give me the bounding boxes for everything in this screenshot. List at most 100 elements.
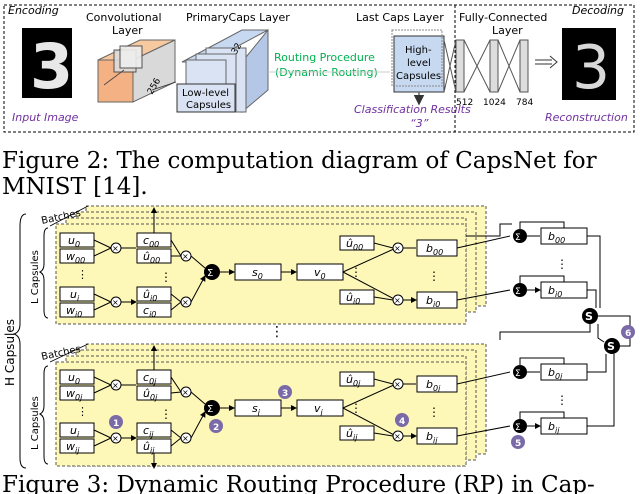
fc-output-arrow (535, 55, 558, 69)
figure-3-caption: Figure 3: Dynamic Routing Procedure (RP)… (2, 472, 595, 494)
cell-b00-right: b00 (540, 227, 588, 245)
fc-label-2: Layer (492, 24, 523, 37)
svg-text:c00: c00 (143, 234, 159, 249)
svg-text:û0j: û0j (346, 373, 361, 388)
conv-layer-label-2: Layer (112, 24, 143, 37)
input-image-label: Input Image (12, 111, 79, 124)
cell-uhat0jb-bottom: û0j (339, 371, 375, 388)
svg-text:ûij: ûij (143, 440, 155, 455)
figure-2-capsnet-diagram: Encoding Decoding 3 Input Image Convolut… (3, 4, 635, 133)
cell-uhatij-bottom: ûij (136, 438, 172, 455)
svg-text:w00: w00 (66, 250, 85, 265)
svg-text:bi0: bi0 (548, 284, 562, 299)
svg-text:ui: ui (70, 288, 80, 303)
svg-text:Σ: Σ (207, 404, 213, 415)
conv-layer-volume (97, 39, 176, 103)
ellipsis-v: ⋮ (77, 268, 88, 281)
svg-text:ûi0: ûi0 (346, 291, 360, 306)
svg-text:bij: bij (426, 430, 438, 445)
cell-uhati0b-top: ûi0 (339, 289, 375, 306)
cell-w00-top: w00 (59, 248, 95, 265)
svg-text:sj: sj (252, 402, 261, 417)
svg-text:c0j: c0j (143, 371, 157, 386)
cell-vj-bottom: vj (296, 399, 344, 417)
svg-text:Σ: Σ (207, 268, 213, 279)
svg-text:û00: û00 (346, 237, 363, 252)
svg-text:×: × (112, 434, 119, 443)
low-caps-label-2: Capsules (186, 100, 231, 111)
svg-text:S: S (607, 340, 615, 353)
h-capsules-label: H Capsules (3, 319, 17, 386)
l-capsules-label-bottom: L Capsules (30, 396, 41, 450)
cell-bij-right: bij (540, 417, 588, 435)
cell-s0-top: s0 (234, 263, 282, 281)
cell-b00-top: b00 (416, 239, 458, 257)
svg-text:v0: v0 (314, 266, 326, 281)
svg-text:ui: ui (70, 424, 80, 439)
svg-text:ci0: ci0 (143, 304, 156, 319)
cell-wi0-top: wi0 (59, 302, 95, 319)
svg-text:cij: cij (143, 424, 154, 439)
l-capsules-label-top: L Capsules (30, 250, 41, 304)
diagram-border (3, 4, 635, 133)
svg-text:wi0: wi0 (66, 304, 82, 319)
svg-text:2: 2 (213, 423, 219, 433)
figure-2-caption-line-1: Figure 2: The computation diagram of Cap… (2, 148, 597, 174)
svg-text:×: × (394, 380, 401, 389)
cell-sj-bottom: sj (234, 399, 282, 417)
svg-text:b00: b00 (426, 242, 443, 257)
svg-text:b0j: b0j (426, 378, 441, 393)
primarycaps-label: PrimaryCaps Layer (186, 11, 290, 24)
cell-bij-bottom: bij (416, 427, 458, 445)
figure-2-caption-line-2: MNIST [14]. (2, 174, 148, 200)
routing-label-1: Routing Procedure (274, 51, 375, 64)
svg-text:b0j: b0j (548, 366, 563, 381)
svg-text:Σ: Σ (515, 423, 521, 433)
figure-3-routing-diagram: H Capsules Batches L Capsules u0 w00 ⋮ u… (3, 205, 635, 469)
svg-text:×: × (182, 298, 189, 307)
cell-bi0-right: bi0 (540, 281, 588, 299)
cell-v0-top: v0 (296, 263, 344, 281)
svg-text:⋮: ⋮ (350, 401, 362, 415)
svg-text:⋮: ⋮ (428, 269, 440, 283)
svg-text:×: × (112, 298, 119, 307)
svg-text:⋮: ⋮ (428, 405, 440, 419)
svg-text:ûi0: ûi0 (143, 288, 157, 303)
svg-text:s0: s0 (252, 266, 263, 281)
svg-text:ûij: ûij (346, 427, 358, 442)
fc-512: 512 (456, 98, 473, 108)
svg-text:b00: b00 (548, 230, 565, 245)
svg-text:û0j: û0j (143, 387, 158, 402)
svg-text:⋮: ⋮ (556, 257, 568, 271)
svg-text:Σ: Σ (515, 287, 521, 297)
input-digit: 3 (30, 30, 73, 103)
primarycaps-num: 32 (230, 42, 244, 57)
svg-text:×: × (182, 252, 189, 261)
decoding-label: Decoding (572, 4, 624, 17)
svg-text:Σ: Σ (515, 233, 521, 243)
fc-network (443, 39, 529, 93)
svg-text:⋮: ⋮ (350, 265, 362, 279)
svg-text:Σ: Σ (515, 369, 521, 379)
svg-text:w0j: w0j (66, 387, 83, 402)
classification-results-label: Classification Results (354, 103, 471, 116)
svg-text:4: 4 (399, 417, 405, 427)
cell-b0j-bottom: b0j (416, 375, 458, 393)
svg-text:⋮: ⋮ (77, 405, 88, 418)
svg-text:S: S (585, 310, 593, 323)
svg-text:1: 1 (113, 419, 119, 429)
svg-text:3: 3 (282, 389, 288, 399)
svg-text:×: × (182, 388, 189, 397)
step-2 (209, 419, 223, 433)
top-capsule-group: Batches L Capsules u0 w00 ⋮ ui wi0 × × c… (30, 205, 588, 325)
high-caps-label-3: Capsules (396, 71, 441, 82)
cell-ui-bottom: ui (59, 422, 95, 439)
cell-u0-bottom: u0 (59, 369, 95, 386)
svg-text:×: × (394, 296, 401, 305)
cell-cij-bottom: cij (136, 422, 172, 439)
fc-label-1: Fully-Connected (459, 11, 547, 24)
cell-uhat00b-top: û00 (339, 235, 375, 252)
group-separator-ellipsis: ⋮ (270, 324, 284, 340)
cell-w0j-bottom: w0j (59, 385, 95, 402)
cell-ci0-top: ci0 (136, 302, 172, 319)
